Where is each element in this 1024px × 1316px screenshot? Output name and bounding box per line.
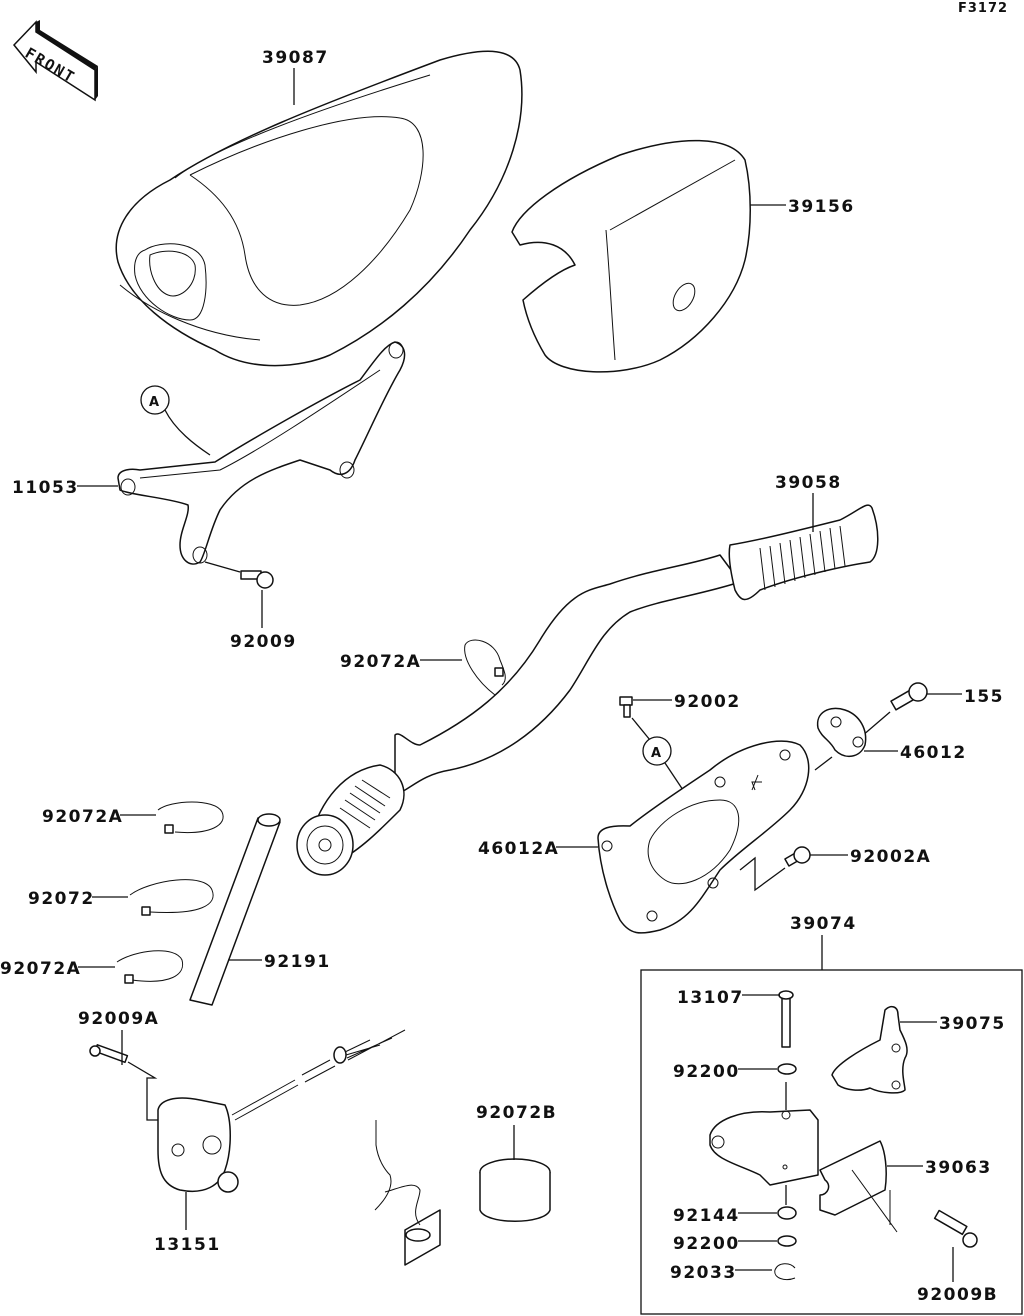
part-11053-bracket[interactable]: [117, 341, 406, 565]
part-92072a-band-1[interactable]: [157, 801, 224, 834]
front-arrow-icon: FRONT: [13, 20, 98, 102]
part-13107-pin[interactable]: [778, 990, 794, 1048]
label-92002: 92002: [674, 692, 741, 712]
part-92009a-bolt[interactable]: [89, 1044, 129, 1064]
label-13151: 13151: [154, 1235, 221, 1255]
part-39087-cover[interactable]: [115, 50, 523, 367]
part-92033-circlip[interactable]: [774, 1263, 796, 1281]
label-92144: 92144: [673, 1206, 740, 1226]
part-39075-lever[interactable]: [831, 1005, 908, 1094]
label-92072a-top: 92072A: [340, 652, 421, 672]
label-39058: 39058: [775, 473, 842, 493]
part-92144-spring[interactable]: [777, 1206, 797, 1220]
part-92200-washer-bottom[interactable]: [777, 1235, 797, 1247]
label-92191: 92191: [264, 952, 331, 972]
svg-text:A: A: [149, 395, 160, 410]
label-39075: 39075: [939, 1014, 1006, 1034]
reference-marker-a-top: A: [140, 385, 170, 415]
part-92002a-bolt[interactable]: [784, 846, 811, 867]
label-39074: 39074: [790, 914, 857, 934]
label-46012a: 46012A: [478, 839, 559, 859]
label-92002a: 92002A: [850, 847, 931, 867]
part-92009-bolt[interactable]: [240, 570, 274, 589]
part-92072a-band-top[interactable]: [464, 639, 506, 696]
label-155: 155: [964, 687, 1004, 707]
label-46012: 46012: [900, 743, 967, 763]
label-39063: 39063: [925, 1158, 992, 1178]
part-throttle-lever-body[interactable]: [709, 1109, 819, 1186]
part-92002-bolt[interactable]: [619, 696, 633, 718]
part-39063-cap[interactable]: [819, 1140, 898, 1233]
part-92072-band[interactable]: [129, 879, 214, 916]
label-92033: 92033: [670, 1263, 737, 1283]
label-92072b: 92072B: [476, 1103, 557, 1123]
part-46012a-holder[interactable]: [597, 740, 810, 934]
svg-text:A: A: [651, 746, 662, 761]
part-92072a-band-2[interactable]: [116, 950, 184, 984]
part-39156-cover[interactable]: [511, 139, 751, 373]
figure-id: F3172: [958, 1, 1008, 16]
label-39087: 39087: [262, 48, 329, 68]
label-11053: 11053: [12, 478, 79, 498]
label-92009: 92009: [230, 632, 297, 652]
label-92072: 92072: [28, 889, 95, 909]
label-13107: 13107: [677, 988, 744, 1008]
assembly-39074-box: [640, 969, 1023, 1315]
part-92009b-screw[interactable]: [933, 1209, 978, 1248]
reference-marker-a-middle: A: [642, 736, 672, 766]
part-155-bolt[interactable]: [890, 682, 928, 711]
part-92072b-lanyard-clamp[interactable]: [374, 1120, 551, 1266]
part-92191-tube[interactable]: [189, 813, 281, 1006]
label-92072a-2: 92072A: [0, 959, 81, 979]
label-92072a-1: 92072A: [42, 807, 123, 827]
label-92009a: 92009A: [78, 1009, 159, 1029]
label-92200-top: 92200: [673, 1062, 740, 1082]
label-92200-bottom: 92200: [673, 1234, 740, 1254]
part-13151-switch[interactable]: [157, 1029, 406, 1193]
label-39156: 39156: [788, 197, 855, 217]
part-39058-handlebar[interactable]: [296, 504, 879, 876]
part-46012-clamp[interactable]: [816, 707, 867, 757]
label-92009b: 92009B: [917, 1285, 998, 1305]
part-92200-washer-top[interactable]: [777, 1063, 797, 1075]
